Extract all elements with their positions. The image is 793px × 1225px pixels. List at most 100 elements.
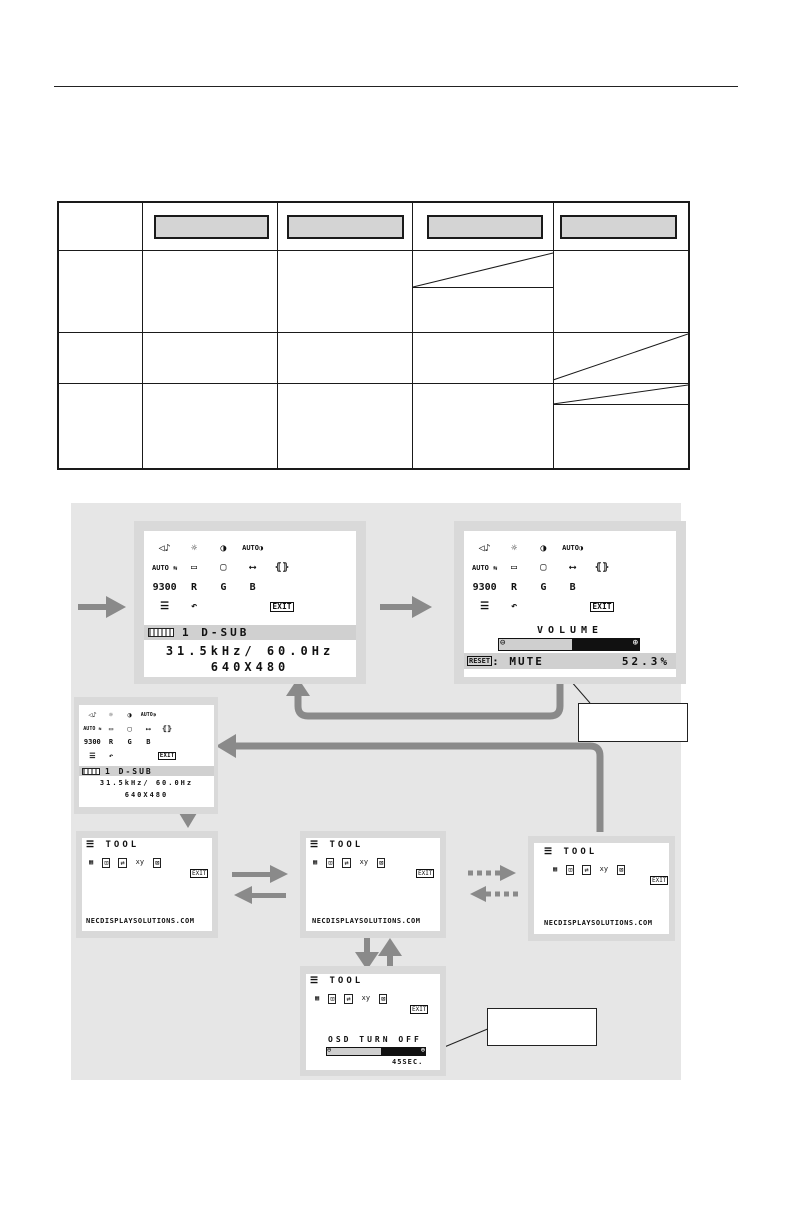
blue-icon[interactable]: B <box>569 581 576 593</box>
left-right-icon[interactable]: ▭ <box>510 562 517 574</box>
auto-contrast-icon[interactable]: AUTO◑ <box>562 544 584 553</box>
table-col-divider <box>553 203 554 468</box>
reset-icon[interactable]: ↶ <box>108 751 114 760</box>
volume-slider-fill <box>499 639 572 650</box>
up-down-icon[interactable]: ▢ <box>540 562 547 574</box>
reset-icon[interactable]: ↶ <box>190 601 197 613</box>
left-right-icon[interactable]: ▭ <box>190 562 197 574</box>
h-size-icon[interactable]: ⟷ <box>569 562 576 574</box>
language-icon[interactable]: ▦ <box>553 865 558 873</box>
red-icon[interactable]: R <box>190 581 197 593</box>
contrast-icon[interactable]: ◑ <box>220 542 227 554</box>
audio-icon[interactable]: ◁♪ <box>158 542 171 554</box>
tool-icon: ☰ <box>310 840 322 850</box>
h-size-icon[interactable]: ⟷ <box>249 562 256 574</box>
green-icon[interactable]: G <box>540 581 547 593</box>
contrast-icon[interactable]: ◑ <box>540 542 547 554</box>
tool-icon[interactable]: ☰ <box>160 601 170 613</box>
language-icon[interactable]: ▦ <box>315 994 320 1002</box>
color-9300-icon[interactable]: 9300 <box>152 581 177 593</box>
green-icon[interactable]: G <box>127 738 132 747</box>
signal-info-icon[interactable]: ⇄ <box>344 994 353 1004</box>
xy-icon[interactable]: xy <box>599 865 609 873</box>
website-url: NECDISPLAYSOLUTIONS.COM <box>544 919 653 927</box>
minus-icon: ⊖ <box>327 1046 332 1054</box>
brightness-icon[interactable]: ☼ <box>108 711 114 720</box>
red-icon[interactable]: R <box>510 581 517 593</box>
color-9300-icon[interactable]: 9300 <box>472 581 497 593</box>
color-9300-icon[interactable]: 9300 <box>83 738 101 747</box>
tool-icon: ☰ <box>86 840 98 850</box>
red-icon[interactable]: R <box>108 738 114 747</box>
ddc-icon[interactable]: ⊠ <box>617 865 626 875</box>
auto-adjust-icon[interactable]: AUTO ⇆ <box>472 563 498 572</box>
tool-title: ☰ TOOL <box>310 976 363 986</box>
arrow-back-to-menu-icon <box>216 734 604 832</box>
tool-title-text: TOOL <box>329 976 364 986</box>
brightness-icon[interactable]: ☼ <box>190 542 197 554</box>
fine-icon[interactable]: ⦃⦄ <box>161 724 173 733</box>
osd-panel: ☰ TOOL ▦ ⊡ ⇄ xy ⊠ EXIT NECDISPLAYSOLUTIO… <box>534 843 669 934</box>
green-icon[interactable]: G <box>220 581 227 593</box>
osd-position-icon[interactable]: ⊡ <box>566 865 575 875</box>
audio-icon[interactable]: ◁♪ <box>88 711 97 720</box>
volume-slider[interactable]: ⊖ ⊕ <box>498 638 640 651</box>
exit-icon[interactable]: EXIT <box>650 876 669 885</box>
osd-position-icon[interactable]: ⊡ <box>102 858 111 868</box>
ddc-icon[interactable]: ⊠ <box>379 994 388 1004</box>
h-size-icon[interactable]: ⟷ <box>146 724 151 733</box>
auto-adjust-icon[interactable]: AUTO ⇆ <box>152 563 178 572</box>
ddc-icon[interactable]: ⊠ <box>153 858 162 868</box>
xy-icon[interactable]: xy <box>359 858 369 866</box>
tool-icon: ☰ <box>310 976 322 986</box>
audio-icon[interactable]: ◁♪ <box>478 542 491 554</box>
mute-label: : MUTE <box>492 654 544 668</box>
osd-position-icon[interactable]: ⊡ <box>326 858 335 868</box>
osd-turn-off-label: OSD TURN OFF <box>328 1035 422 1044</box>
xy-icon[interactable]: xy <box>135 858 145 866</box>
auto-adjust-icon[interactable]: AUTO ⇆ <box>83 725 102 732</box>
xy-icon[interactable]: xy <box>361 994 371 1002</box>
exit-icon[interactable]: EXIT <box>590 602 614 613</box>
table-col-divider <box>277 203 278 468</box>
exit-icon[interactable]: EXIT <box>190 869 209 878</box>
tool-icon[interactable]: ☰ <box>89 751 96 760</box>
osd-turn-off-slider[interactable]: ⊖ ⊕ <box>326 1046 426 1056</box>
tool-icon[interactable]: ☰ <box>480 601 490 613</box>
up-down-icon[interactable]: ▢ <box>127 724 132 733</box>
osd-panel: ◁♪ ☼ ◑ AUTO◑ AUTO ⇆ ▭ ▢ ⟷ ⦃⦄ 9300 R G B … <box>144 531 356 677</box>
language-icon[interactable]: ▦ <box>89 858 94 866</box>
reset-icon[interactable]: ↶ <box>510 601 517 613</box>
signal-info-icon[interactable]: ⇄ <box>342 858 351 868</box>
menu-icon-grid: ◁♪ ☼ ◑ AUTO◑ AUTO ⇆ ▭ ▢ ⟷ ⦃⦄ 9300 R G B … <box>150 539 326 617</box>
plus-icon: ⊕ <box>420 1046 425 1054</box>
table-row-divider <box>59 332 688 333</box>
signal-info-icon[interactable]: ⇄ <box>582 865 591 875</box>
contrast-icon[interactable]: ◑ <box>127 711 132 720</box>
blue-icon[interactable]: B <box>146 738 151 747</box>
input-source-bar: 1 D-SUB <box>79 766 214 776</box>
tool-icon-row: ▦ ⊡ ⇄ xy ⊠ <box>312 858 386 868</box>
fine-icon[interactable]: ⦃⦄ <box>594 562 610 574</box>
osd-panel: ☰ TOOL ▦ ⊡ ⇄ xy ⊠ EXIT OSD TURN OFF ⊖ ⊕ … <box>306 974 440 1070</box>
tool-icon-row: ▦ ⊡ ⇄ xy ⊠ <box>88 858 162 868</box>
osd-position-icon[interactable]: ⊡ <box>328 994 337 1004</box>
blue-icon[interactable]: B <box>249 581 256 593</box>
exit-icon[interactable]: EXIT <box>157 752 177 761</box>
left-right-icon[interactable]: ▭ <box>108 724 114 733</box>
auto-contrast-icon[interactable]: AUTO◑ <box>242 544 264 553</box>
up-down-icon[interactable]: ▢ <box>220 562 227 574</box>
exit-icon[interactable]: EXIT <box>416 869 435 878</box>
brightness-icon[interactable]: ☼ <box>510 542 517 554</box>
signal-info-icon[interactable]: ⇄ <box>118 858 127 868</box>
exit-icon[interactable]: EXIT <box>270 602 294 613</box>
auto-contrast-icon[interactable]: AUTO◑ <box>140 712 156 719</box>
ddc-icon[interactable]: ⊠ <box>377 858 386 868</box>
volume-status-bar: RESET : MUTE 52.3% <box>464 653 676 669</box>
arrow-down-icon <box>355 938 379 970</box>
language-icon[interactable]: ▦ <box>313 858 318 866</box>
reset-button[interactable]: RESET <box>467 656 493 666</box>
fine-icon[interactable]: ⦃⦄ <box>274 562 290 574</box>
tool-icon: ☰ <box>544 847 556 857</box>
exit-icon[interactable]: EXIT <box>410 1005 429 1014</box>
